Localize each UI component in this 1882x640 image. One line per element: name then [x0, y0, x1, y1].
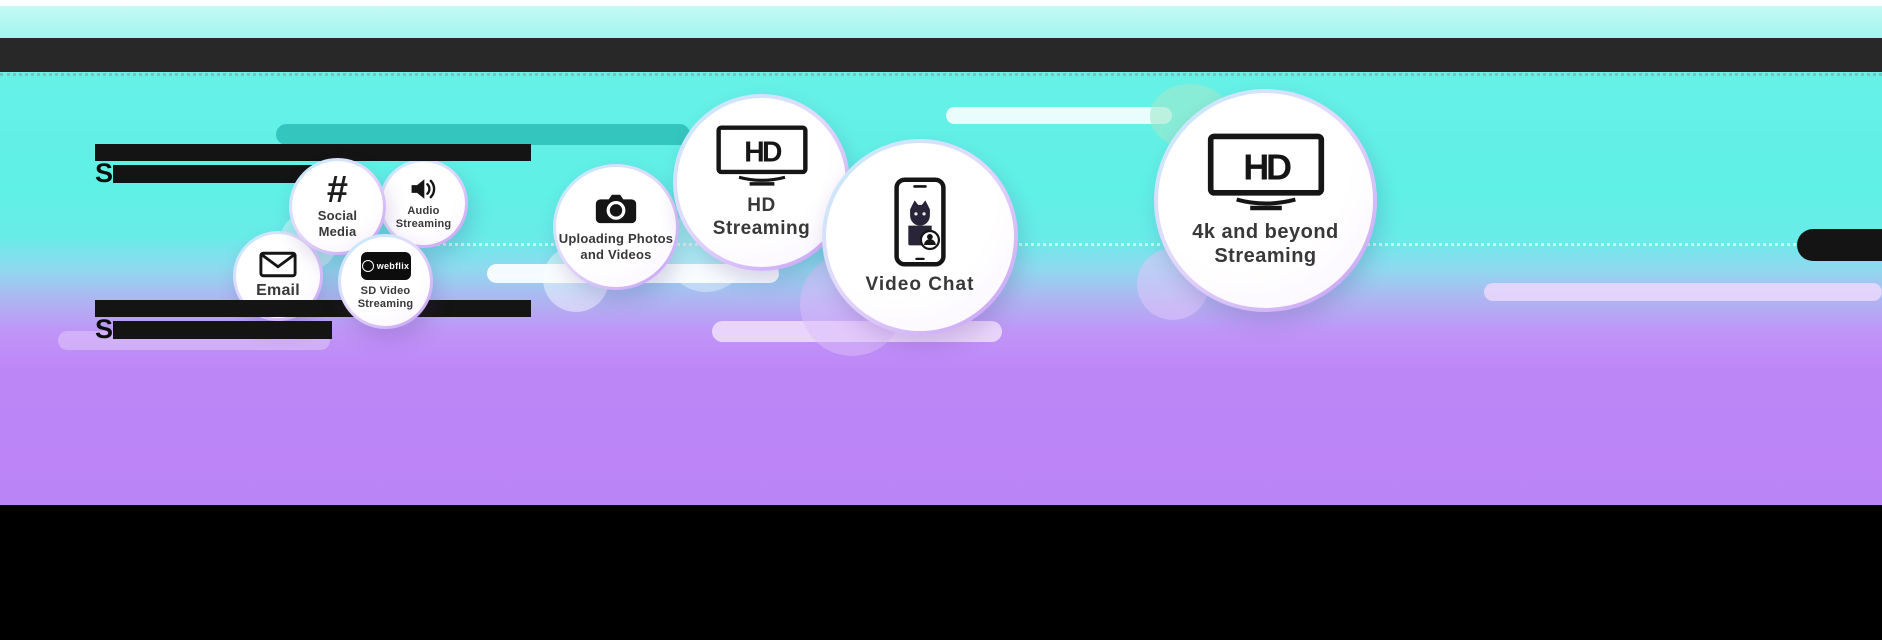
redacted-heading-line-3: [95, 300, 531, 317]
webflix-mark-icon: [361, 260, 374, 273]
bubble-audio-streaming-content: Audio Streaming: [382, 162, 465, 245]
bubble-uploading-content: Uploading Photos and Videos: [556, 167, 676, 287]
bubble-label-line: Streaming: [357, 298, 414, 310]
top-strip: [0, 0, 1882, 6]
bubble-label-line: SD Video: [360, 285, 411, 298]
video-chat-phone-icon: [893, 177, 947, 267]
redacted-heading-line-1: [95, 144, 531, 161]
camera-icon: [594, 192, 638, 225]
bubble-label-line: Social: [317, 208, 358, 224]
bubble-label: Video Chat: [866, 274, 975, 296]
bubble-label: SD Video Streaming: [358, 285, 414, 311]
bubble-label: 4k and beyond Streaming: [1192, 221, 1339, 268]
bubble-video-chat: Video Chat: [822, 139, 1018, 335]
bubble-label-line: Email: [256, 282, 300, 300]
redacted-heading-line-4: S: [95, 313, 333, 344]
bubble-label: HD Streaming: [713, 195, 810, 240]
bubble-label-line: HD: [747, 195, 776, 217]
bubble-label-line: Streaming: [1214, 244, 1317, 267]
bubble-sd-video-streaming: webflix SD Video Streaming: [338, 234, 433, 329]
footer-bar: [0, 505, 1882, 640]
webflix-logo: webflix: [360, 252, 411, 281]
envelope-icon: [259, 251, 297, 278]
hd-tv-icon: HD: [715, 125, 808, 187]
bubble-hd-streaming: HD HD Streaming: [673, 94, 850, 271]
hd-tv-icon: HD: [1207, 133, 1325, 212]
bubble-4k-content: HD 4k and beyond Streaming: [1158, 93, 1373, 308]
bubble-social-media-content: # Social Media: [292, 161, 383, 252]
dotted-line-middle: [430, 243, 1882, 246]
bubble-label: Email: [256, 282, 300, 301]
bubble-label-line: and Videos: [580, 246, 652, 262]
redacted-text-bar: [113, 321, 333, 339]
redacted-pill-right: [1797, 229, 1882, 261]
bubble-hd-streaming-content: HD HD Streaming: [677, 98, 846, 267]
bubble-label: Uploading Photos and Videos: [559, 231, 673, 262]
dotted-line-top: [0, 73, 1882, 76]
bubble-4k-and-beyond-streaming: HD 4k and beyond Streaming: [1154, 89, 1377, 312]
bubble-label: Social Media: [318, 208, 358, 239]
webflix-logo-text: webflix: [376, 261, 410, 272]
bubble-label-line: Streaming: [712, 217, 811, 239]
speaker-icon: [409, 176, 438, 202]
bubble-label-line: Uploading Photos: [558, 231, 674, 247]
hd-tv-label: HD: [1243, 146, 1291, 187]
bubble-label-line: Media: [318, 223, 357, 239]
bubble-audio-streaming: Audio Streaming: [379, 159, 468, 248]
hd-tv-label: HD: [744, 135, 782, 167]
decor-pill-teal: [276, 124, 690, 145]
redacted-text-bar: [113, 165, 333, 183]
header-bar: [0, 38, 1882, 72]
decor-pill-lavender-right: [1484, 283, 1882, 301]
heading-lead-letter: S: [95, 157, 113, 188]
bubble-video-chat-content: Video Chat: [826, 143, 1014, 331]
bubble-label-line: Video Chat: [865, 274, 975, 296]
bubble-label-line: 4k and beyond: [1192, 220, 1339, 243]
redacted-heading-line-2: S: [95, 157, 333, 188]
hashtag-icon: #: [326, 169, 349, 212]
heading-lead-letter: S: [95, 313, 113, 344]
bubble-sd-video-streaming-content: webflix SD Video Streaming: [341, 237, 430, 326]
bubble-uploading-photos-and-videos: Uploading Photos and Videos: [553, 164, 679, 290]
decor-pill-white-top: [946, 107, 1172, 124]
bubble-label-line: Audio: [407, 205, 440, 218]
bubble-label: Audio Streaming: [396, 205, 452, 231]
bubble-label-line: Streaming: [395, 218, 452, 230]
